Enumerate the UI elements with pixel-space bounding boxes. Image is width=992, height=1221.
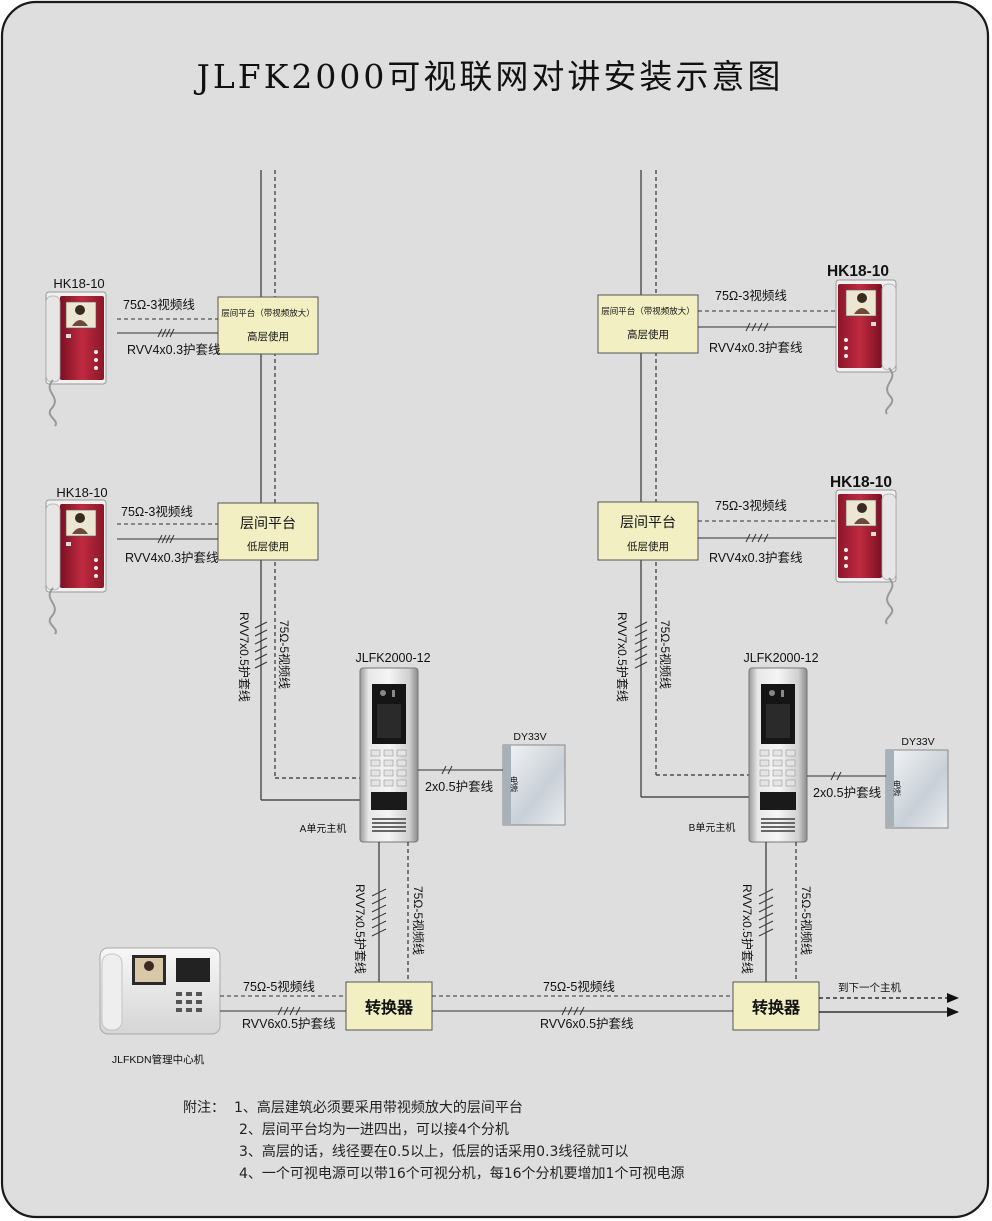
note-item-1: 1、高层建筑必须要采用带视频放大的层间平台	[234, 1100, 523, 1116]
unit-b-high-platform-sub: 高层使用	[627, 328, 669, 341]
unit-a-riser-video-label: 75Ω-5视频线	[277, 620, 292, 689]
bus-left-video-label: 75Ω-5视频线	[243, 979, 315, 994]
unit-a-panel-label: JLFK2000-12	[355, 651, 430, 665]
unit-a-power-glyph: 电源	[510, 775, 519, 793]
unit-b-low-video-label: 75Ω-3视频线	[715, 498, 787, 513]
unit-b-panel-label: JLFK2000-12	[743, 651, 818, 665]
unit-b-panel-caption: B单元主机	[689, 821, 736, 834]
unit-a-high-monitor-label: HK18-10	[53, 276, 104, 291]
unit-a-panel-caption: A单元主机	[300, 822, 347, 835]
unit-b-low-platform	[597, 501, 699, 561]
unit-b-power-supply-icon: 电源	[885, 749, 949, 829]
unit-a-low-platform	[217, 502, 319, 561]
management-center-icon	[99, 947, 221, 1035]
converter-b	[732, 981, 820, 1031]
unit-a-low-video-label: 75Ω-3视频线	[121, 504, 193, 519]
unit-a-high-platform-title: 层间平台（带视频放大）	[221, 308, 315, 318]
unit-a-down-rvv-label: RVV7x0.5护套线	[353, 884, 367, 974]
converter-b-label: 转换器	[752, 998, 801, 1017]
unit-a-high-rvv-label: RVV4x0.3护套线	[127, 342, 221, 357]
unit-b-power-glyph: 电源	[893, 779, 902, 797]
note-item-4: 4、一个可视电源可以带16个可视分机，每16个分机要增加1个可视电源	[239, 1166, 685, 1182]
unit-b-down-video-label: 75Ω-5视频线	[799, 886, 814, 955]
unit-b-high-platform	[597, 294, 699, 354]
bus-mid-video-label: 75Ω-5视频线	[543, 979, 615, 994]
unit-a: 层间平台（带视频放大） 高层使用 HK18-10 75Ω-3视频线 RVV4x0…	[45, 170, 566, 982]
notes-header: 附注：	[183, 1100, 225, 1116]
management-center-label: JLFKDN管理中心机	[112, 1053, 205, 1066]
note-item-2: 2、层间平台均为一进四出，可以接4个分机	[239, 1122, 509, 1138]
unit-a-down-video-label: 75Ω-5视频线	[411, 886, 426, 955]
bus-mid-rvv-label: RVV6x0.5护套线	[540, 1016, 634, 1031]
unit-b-low-platform-sub: 低层使用	[627, 540, 669, 553]
unit-a-low-platform-sub: 低层使用	[247, 540, 289, 553]
unit-a-low-platform-title: 层间平台	[240, 515, 296, 531]
note-item-3: 3、高层的话，线径要在0.5以上，低层的话采用0.3线径就可以	[239, 1144, 629, 1160]
page-title: JLFK2000可视联网对讲安装示意图	[194, 57, 784, 96]
unit-b-low-monitor-label: HK18-10	[830, 474, 892, 491]
unit-b-high-platform-title: 层间平台（带视频放大）	[601, 306, 695, 316]
unit-b-high-rvv-label: RVV4x0.3护套线	[709, 340, 803, 355]
unit-b-door-panel-icon	[748, 667, 808, 843]
unit-a-riser-rvv-label: RVV7x0.5护套线	[237, 612, 251, 702]
unit-b-down-rvv-label: RVV7x0.5护套线	[740, 884, 754, 974]
unit-b-low-rvv-label: RVV4x0.3护套线	[709, 550, 803, 565]
unit-b: 层间平台（带视频放大） 高层使用 HK18-10 75Ω-3视频线 RVV4x0…	[597, 170, 949, 982]
network-bus: JLFKDN管理中心机 转换器 转换器 75Ω-5视频线 RVV6x0.5护套线…	[99, 947, 959, 1066]
unit-b-riser-rvv-label: RVV7x0.5护套线	[615, 612, 629, 702]
unit-b-high-video-label: 75Ω-3视频线	[715, 288, 787, 303]
converter-a-label: 转换器	[365, 998, 414, 1017]
unit-a-high-video-label: 75Ω-3视频线	[123, 297, 195, 312]
unit-b-power-cable-label: 2x0.5护套线	[813, 785, 882, 800]
unit-a-high-platform-sub: 高层使用	[247, 330, 289, 343]
bus-left-rvv-label: RVV6x0.5护套线	[242, 1016, 336, 1031]
bus-next-host-label: 到下一个主机	[838, 981, 901, 994]
unit-b-riser-video-label: 75Ω-5视频线	[658, 620, 673, 689]
unit-a-low-rvv-label: RVV4x0.3护套线	[125, 550, 219, 565]
unit-a-power-cable-label: 2x0.5护套线	[425, 779, 494, 794]
converter-a	[345, 981, 433, 1031]
unit-b-high-monitor-label: HK18-10	[827, 263, 889, 280]
unit-a-power-supply-icon: 电源	[502, 744, 566, 826]
unit-b-power-label: DY33V	[901, 736, 934, 748]
unit-a-high-platform	[217, 296, 319, 355]
unit-a-low-monitor-label: HK18-10	[56, 485, 107, 500]
unit-a-power-label: DY33V	[513, 731, 546, 743]
unit-b-low-platform-title: 层间平台	[620, 514, 676, 530]
unit-a-door-panel-icon	[359, 667, 419, 843]
